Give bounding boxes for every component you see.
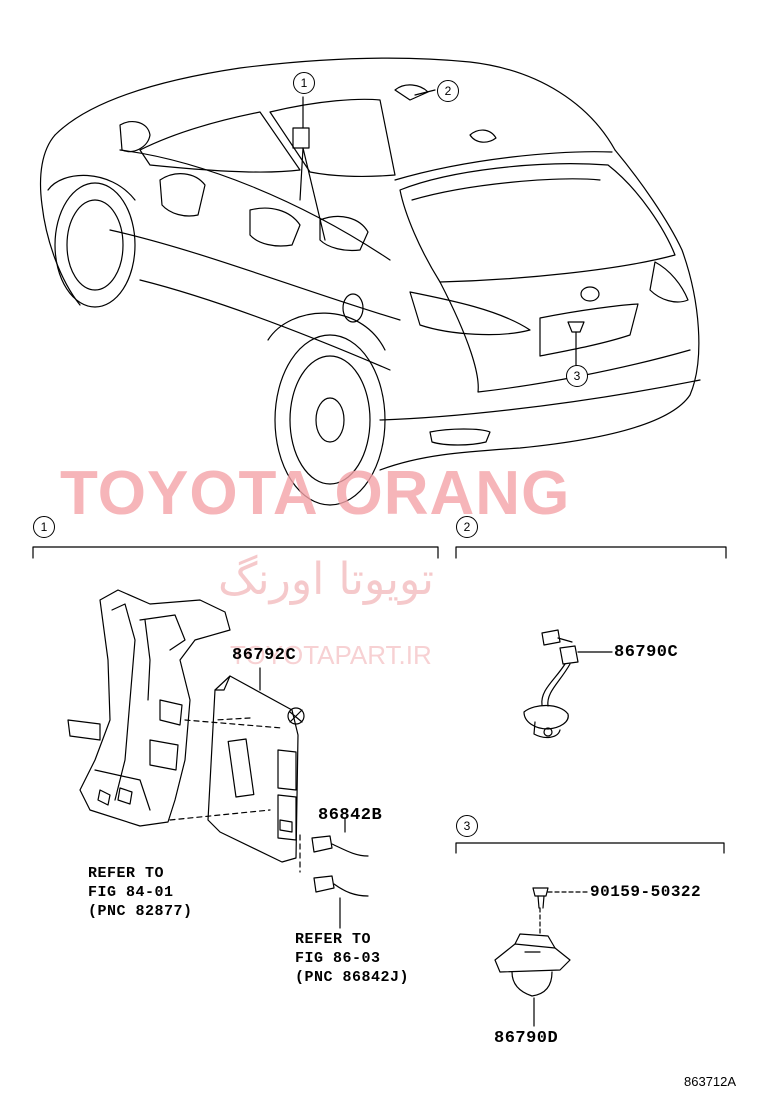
reference-line: FIG 84-01 xyxy=(88,884,174,901)
harness-connectors-drawing xyxy=(311,835,369,929)
reference-line: REFER TO xyxy=(88,865,165,882)
reference-note-fig-84-01: REFER TO FIG 84-01 (PNC 82877) xyxy=(88,864,193,921)
section-2-bracket xyxy=(455,546,727,559)
watermark-site: TOYOTAPART.IR xyxy=(230,640,432,670)
section-3-bracket xyxy=(455,842,725,854)
reference-line: (PNC 82877) xyxy=(88,903,193,920)
callout-1-leader xyxy=(299,96,326,241)
part-number-86792c: 86792C xyxy=(232,646,297,665)
section-1-index: 1 xyxy=(33,516,55,538)
ecu-drawing xyxy=(207,675,305,863)
diagram-code: 863712A xyxy=(684,1074,737,1089)
camera-86790c-drawing xyxy=(523,629,579,739)
vehicle-illustration xyxy=(39,57,701,506)
reference-line: (PNC 86842J) xyxy=(295,969,410,986)
part-number-90159-50322: 90159-50322 xyxy=(590,883,702,901)
part-number-86790c: 86790C xyxy=(614,643,679,662)
watermark-brand: TOYOTA ORANG xyxy=(60,459,571,528)
part-number-86790d: 86790D xyxy=(494,1029,559,1048)
section-2-index: 2 xyxy=(456,516,478,538)
section-3-index: 3 xyxy=(456,815,478,837)
part-number-86842b: 86842B xyxy=(318,806,383,825)
reference-note-fig-86-03: REFER TO FIG 86-03 (PNC 86842J) xyxy=(295,930,409,987)
vehicle-callout-2: 2 xyxy=(437,80,459,102)
watermark-persian: تویوتا اورنگ xyxy=(218,554,434,605)
camera-86790d-drawing xyxy=(494,887,571,997)
vehicle-callout-1: 1 xyxy=(293,72,315,94)
vehicle-callout-3: 3 xyxy=(566,365,588,387)
reference-line: FIG 86-03 xyxy=(295,950,381,967)
callout-2-leader xyxy=(414,89,436,96)
reference-line: REFER TO xyxy=(295,931,372,948)
ecu-bracket-drawing xyxy=(67,589,231,827)
section-1-bracket xyxy=(32,546,439,559)
assembly-dashed-lines xyxy=(169,717,301,873)
